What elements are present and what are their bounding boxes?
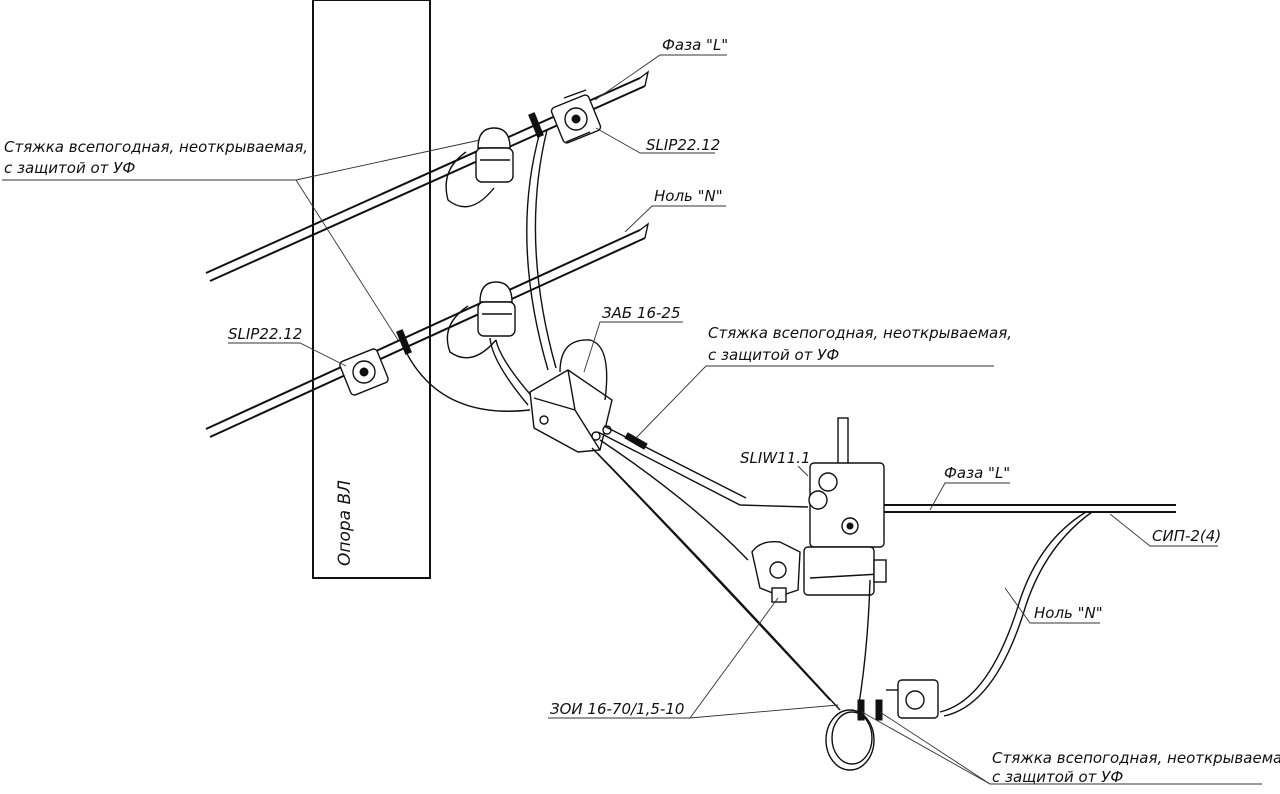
label-phase-top: Фаза "L" [662,36,728,54]
label-neutral-right: Ноль "N" [1034,604,1103,622]
slip-clamp-left [339,348,389,396]
label-tie-bottom-2: с защитой от УФ [992,768,1123,786]
label-zab: ЗАБ 16-25 [602,304,681,322]
label-tie-bottom-1: Стяжка всепогодная, неоткрываемая, [992,749,1280,767]
label-slip-left: SLIP22.12 [228,325,302,343]
cable-bundle [591,425,841,711]
cable-coil [825,579,875,771]
tie-left-wire [396,329,412,355]
zab-box [529,339,613,453]
drop-wire-phase-2 [534,129,557,369]
top-neutral-wire [205,222,650,438]
leader-lines [2,54,1262,785]
label-tie-mid-1: Стяжка всепогодная, неоткрываемая, [708,324,1012,342]
zoi-clamp [751,541,801,603]
tie-bottom-1 [857,699,865,721]
tie-top-wire [528,112,544,138]
tie-bottom-2 [875,699,883,721]
label-tie-top-2: с защитой от УФ [4,159,135,177]
drop-wire-neutral-2 [489,337,529,406]
label-tie-top-1: Стяжка всепогодная, неоткрываемая, [4,138,308,156]
pole [312,0,431,579]
insulator-top [445,127,514,208]
drop-wire-slip [404,349,531,412]
drop-wire-neutral [495,339,536,401]
slip-clamp-top [550,89,602,144]
insulator-bottom [446,281,516,359]
label-zoi: ЗОИ 16-70/1,5-10 [550,700,684,718]
label-slip-top: SLIP22.12 [646,136,720,154]
label-neutral-top: Ноль "N" [654,187,723,205]
label-sliw: SLIW11.1 [740,449,811,467]
drop-wire-phase [526,131,549,371]
sliw-clamp [803,417,887,596]
label-pole: Опора ВЛ [335,480,355,566]
neutral-clamp-bottom [886,679,939,719]
label-phase-right: Фаза "L" [944,464,1010,482]
label-sip: СИП-2(4) [1152,527,1221,545]
tie-cable-bundle [624,432,648,450]
label-tie-mid-2: с защитой от УФ [708,346,839,364]
